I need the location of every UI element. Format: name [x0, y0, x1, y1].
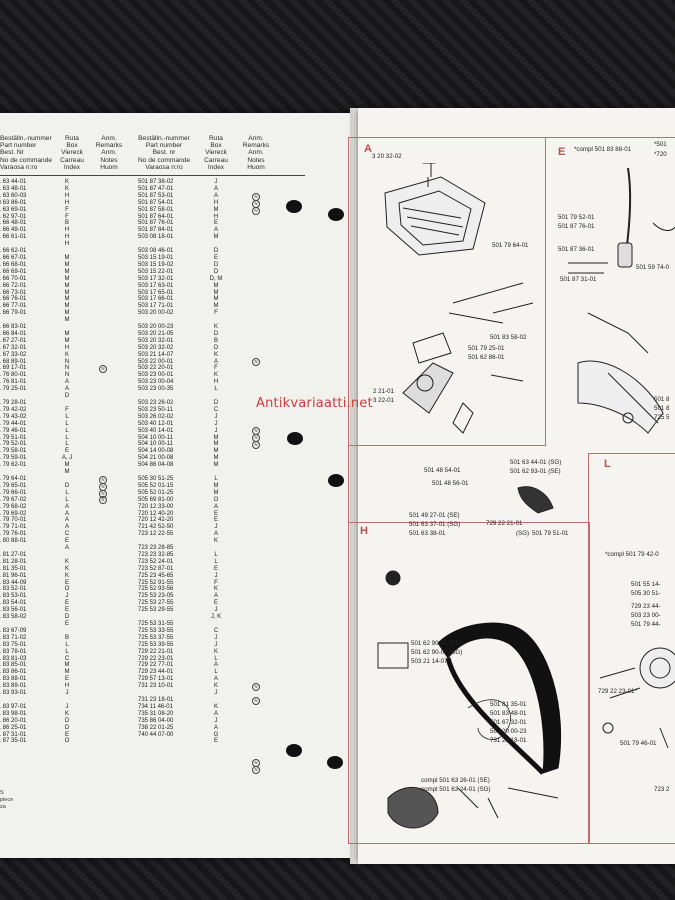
label-a7: 3 22-01 [373, 397, 394, 404]
note-mark: N [252, 696, 260, 705]
starter-drawing [599, 647, 675, 749]
label-e3: *720 [654, 151, 667, 158]
frame-panel-a [348, 137, 546, 446]
label-a3: 501 83 58-02 [490, 334, 527, 341]
punch-hole-6 [327, 756, 343, 769]
header-part-number-2: Beställn.-nummer Part number Best. nr No… [137, 135, 191, 171]
parts-list-page: Beställn.-nummer Part number Best. Nr No… [0, 113, 357, 858]
note-mark: N [99, 365, 107, 374]
punch-hole-5 [328, 474, 344, 487]
note-mark: N [252, 441, 260, 450]
note-mark: N [252, 358, 260, 367]
label-a2: 501 79 64-01 [492, 242, 529, 249]
label-h3: 501 62 93-01 (SE) [510, 468, 561, 475]
label-h12: 501 62 90-02 (SG) [411, 649, 463, 656]
label-e11: 725 5 [654, 414, 670, 421]
label-h8: 729 22 21-01 [486, 520, 523, 527]
label-l3: 505 30 51- [631, 590, 661, 597]
box-letters-right: J A A H M H E A M D E D D D, M M M M M F… [209, 179, 223, 745]
label-e1: *compl 501 83 88-01 [574, 146, 632, 153]
label-a6: 2 21-01 [373, 388, 394, 395]
label-h6: 501 63 37-01 (SG) [409, 521, 461, 528]
label-h20: compl 501 63 24-01 (SG) [421, 786, 491, 793]
note-mark: N [252, 682, 260, 691]
label-e2: *501 [654, 141, 667, 148]
label-l7: 729 22 23-01* [598, 688, 637, 695]
frame-panel-l [588, 453, 675, 844]
label-e9: 501 8 [654, 396, 670, 403]
header-notes-1: Anm. Remarks Anm. Notes Huom [95, 135, 123, 171]
label-h14: 501 81 35-01 [490, 701, 527, 708]
part-numbers-right: 501 87 38-02 501 87 47-01 501 87 53-01 5… [138, 179, 174, 738]
label-h13: 503 21 14-07 [411, 658, 448, 665]
label-h10: 501 79 51-01 [532, 530, 569, 537]
part-numbers-left: 501 63 44-01 501 63 48-01 501 63 60-03 5… [0, 179, 27, 745]
label-e5: 501 87 76-01 [558, 223, 595, 230]
note-mark: N [252, 765, 260, 774]
label-e8: 501 59 74-0 [636, 264, 670, 271]
header-notes-2: Anm. Remarks Anm. Notes Huom [242, 135, 270, 171]
air-filter-drawing [384, 163, 534, 434]
label-l4: 729 23 44- [631, 603, 661, 610]
panel-letter-a: A [364, 143, 372, 155]
exploded-view-page: A E H L 3 20 32-02 501 79 64-01 501 83 5… [348, 108, 675, 864]
note-mark: N [99, 496, 107, 505]
header-rule [0, 175, 305, 176]
label-e7: 501 87 31-01 [560, 276, 597, 283]
label-h5: 501 49 27-01 (SE) [409, 512, 460, 519]
label-h18: 731 23 18-01 [490, 737, 527, 744]
label-l5: 503 23 00- [631, 612, 661, 619]
label-h17: 503 20 00-23 [490, 728, 527, 735]
label-h9: (SG) [516, 530, 530, 537]
header-box-2: Ruta Box Viereck Carreau Index [204, 135, 228, 171]
punch-hole-1 [286, 200, 302, 213]
label-a4: 501 79 25-01 [468, 345, 505, 352]
label-h11: 501 62 90-01 (SE) [411, 640, 462, 647]
tank-and-lever-drawing [568, 167, 675, 434]
label-h2: 501 63 44-01 (SG) [510, 459, 562, 466]
header-part-number-1: Beställn.-nummer Part number Best. Nr No… [0, 135, 53, 171]
front-handle-drawing [377, 486, 562, 829]
punch-hole-4 [328, 208, 344, 221]
label-h4: 501 48 56-01 [432, 480, 469, 487]
frame-panel-h [348, 522, 590, 844]
label-h1: 501 48 54-01 [424, 467, 461, 474]
label-a1: 3 20 32-02 [372, 153, 402, 160]
note-mark: N [252, 206, 260, 215]
box-letters-left: K K H H F F B H H H M M M M M M M M M M … [61, 179, 73, 745]
label-h19: compl 501 63 26-01 (SE) [421, 777, 490, 784]
label-l2: 501 55 14- [631, 581, 661, 588]
footnote: S piece za [0, 790, 14, 810]
label-l6: 501 79 44- [631, 621, 661, 628]
label-e10: 501 8 [654, 405, 670, 412]
label-a5: 501 62 86-01 [468, 354, 505, 361]
panel-letter-h: H [360, 525, 368, 537]
label-e4: 501 79 52-01 [558, 214, 595, 221]
label-l1: *compl 501 79 42-0 [605, 551, 659, 558]
punch-hole-2 [287, 432, 303, 445]
label-h15: 501 83 48-01 [490, 710, 527, 717]
label-l9: 723 2 [654, 786, 670, 793]
label-h7: 501 63 38-01 [409, 530, 446, 537]
label-l8: 501 79 46-01 [620, 740, 657, 747]
watermark: Antikvariaatti.net [256, 396, 373, 411]
header-box-1: Ruta Box Viereck Carreau Index [60, 135, 84, 171]
label-h16: 501 67 32-01 [490, 719, 527, 726]
label-e6: 501 87 36-01 [558, 246, 595, 253]
punch-hole-3 [286, 744, 302, 757]
panel-letter-e: E [558, 146, 566, 158]
panel-letter-l: L [604, 458, 611, 470]
